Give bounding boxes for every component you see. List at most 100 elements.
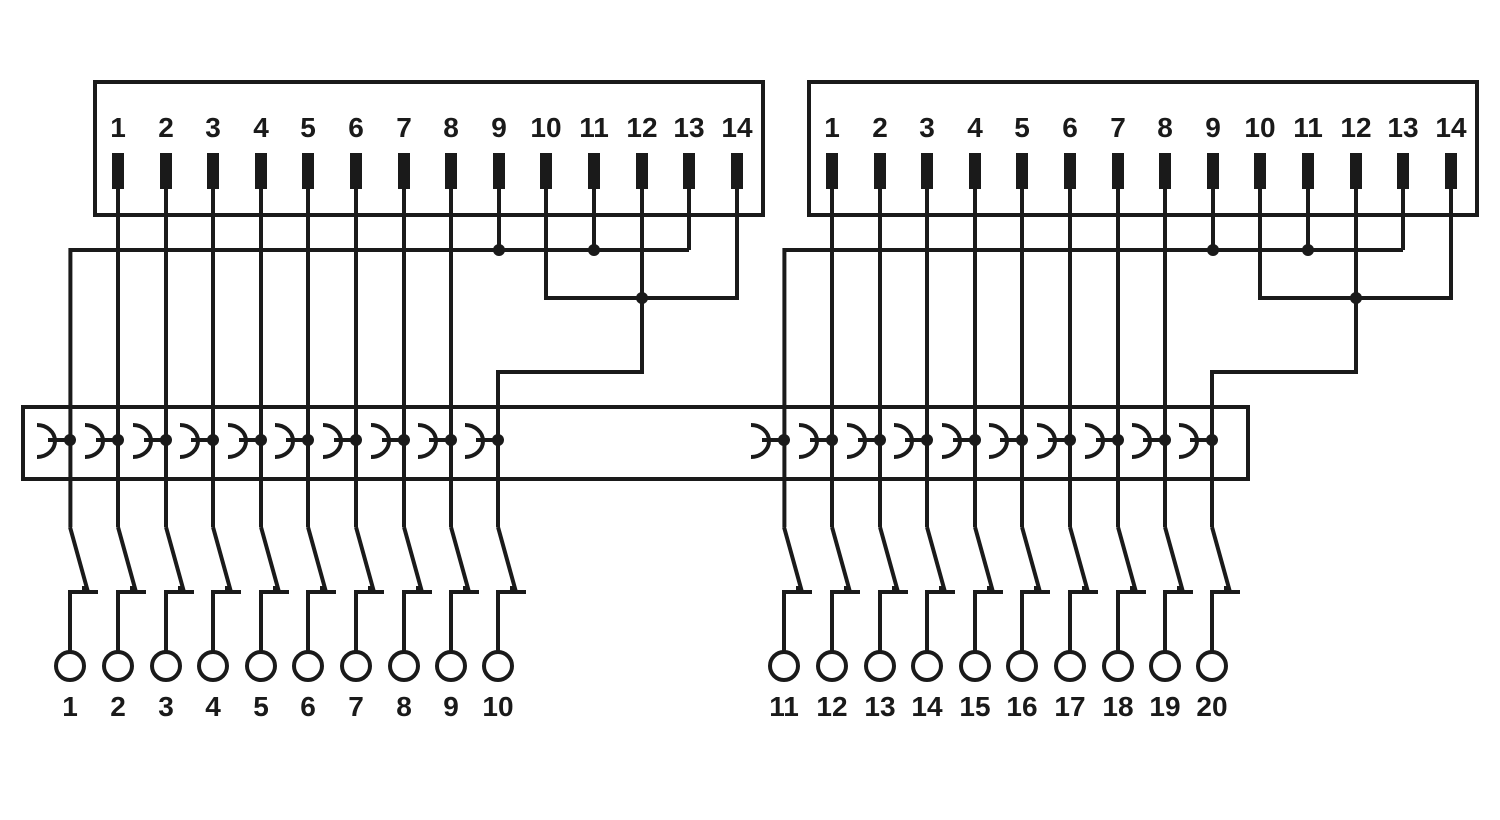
left-connector-pin-label: 13 xyxy=(673,112,704,143)
left-terminal-circle xyxy=(245,650,277,682)
right-terminal-label: 16 xyxy=(1006,691,1037,722)
left-connector-pin-label: 9 xyxy=(491,112,507,143)
left-terminal-circle xyxy=(435,650,467,682)
right-connector-pin xyxy=(1397,153,1409,189)
right-switch-blade xyxy=(1116,526,1138,593)
left-connector-pin xyxy=(302,153,314,189)
left-connector-pin-label: 5 xyxy=(300,112,316,143)
left-terminal-circle xyxy=(292,650,324,682)
left-terminal-label: 8 xyxy=(396,691,412,722)
right-switch-blade xyxy=(1163,526,1185,593)
left-terminal-label: 5 xyxy=(253,691,269,722)
left-terminal-wire xyxy=(116,590,126,652)
right-switch-blade xyxy=(830,526,852,593)
right-connector-pin-label: 12 xyxy=(1340,112,1371,143)
left-terminal-label: 2 xyxy=(110,691,126,722)
left-connector-pin-label: 7 xyxy=(396,112,412,143)
left-terminal-circle xyxy=(102,650,134,682)
left-connector-pin xyxy=(160,153,172,189)
right-connector-pin-label: 13 xyxy=(1387,112,1418,143)
right-switch-blade xyxy=(1210,526,1232,593)
right-terminal-label: 15 xyxy=(959,691,990,722)
right-connector-pin xyxy=(969,153,981,189)
right-terminal-wire xyxy=(973,590,983,652)
right-strip-node xyxy=(969,434,981,446)
left-terminal-label: 10 xyxy=(482,691,513,722)
right-connector-pin xyxy=(1016,153,1028,189)
left-connector-pin-label: 6 xyxy=(348,112,364,143)
left-strip-node xyxy=(492,434,504,446)
left-terminal-label: 9 xyxy=(443,691,459,722)
right-terminal-label: 20 xyxy=(1196,691,1227,722)
left-switch-blade xyxy=(354,526,376,593)
left-terminal-label: 4 xyxy=(205,691,221,722)
left-strip-node xyxy=(398,434,410,446)
left-bus-a-junction xyxy=(493,244,505,256)
right-terminal-label: 19 xyxy=(1149,691,1180,722)
left-connector-pin-label: 12 xyxy=(626,112,657,143)
right-terminal-wire xyxy=(830,590,840,652)
right-connector-pin xyxy=(1254,153,1266,189)
left-bus-b-feed xyxy=(496,189,644,527)
left-bus-b-junction xyxy=(636,292,648,304)
left-terminal-circle xyxy=(340,650,372,682)
left-switch-blade xyxy=(116,526,138,593)
right-strip-node xyxy=(1159,434,1171,446)
right-connector-pin-label: 8 xyxy=(1157,112,1173,143)
right-connector-pin-label: 10 xyxy=(1244,112,1275,143)
left-connector-box xyxy=(93,80,765,217)
right-terminal-circle xyxy=(1006,650,1038,682)
right-terminal-wire xyxy=(1020,590,1030,652)
right-terminal-wire xyxy=(1116,590,1126,652)
left-connector-pin xyxy=(636,153,648,189)
left-terminal-label: 3 xyxy=(158,691,174,722)
right-connector-pin xyxy=(874,153,886,189)
left-connector-pin xyxy=(350,153,362,189)
terminal-strip-outline xyxy=(21,405,1250,481)
right-switch-blade xyxy=(973,526,995,593)
left-strip-node xyxy=(445,434,457,446)
right-connector-pin xyxy=(1207,153,1219,189)
right-strip-node xyxy=(921,434,933,446)
right-terminal-circle xyxy=(959,650,991,682)
left-terminal-wire xyxy=(211,590,221,652)
right-terminal-label: 13 xyxy=(864,691,895,722)
left-terminal-wire xyxy=(68,590,78,652)
right-strip-node xyxy=(1064,434,1076,446)
left-strip-node xyxy=(255,434,267,446)
left-strip-node xyxy=(207,434,219,446)
left-terminal-wire xyxy=(496,590,506,652)
left-connector-pin xyxy=(731,153,743,189)
left-switch-blade xyxy=(496,526,518,593)
left-switch-blade xyxy=(68,526,90,593)
left-connector-pin-label: 11 xyxy=(579,112,609,143)
left-strip-node xyxy=(112,434,124,446)
right-switch-blade xyxy=(1020,526,1042,593)
right-bus-b-feed xyxy=(1210,189,1358,527)
left-connector-pin xyxy=(255,153,267,189)
left-terminal-circle xyxy=(197,650,229,682)
right-connector-pin-label: 6 xyxy=(1062,112,1078,143)
left-connector-pin xyxy=(207,153,219,189)
right-connector-pin xyxy=(1302,153,1314,189)
left-terminal-wire xyxy=(449,590,459,652)
right-connector-box xyxy=(807,80,1479,217)
left-connector-pin-label: 3 xyxy=(205,112,221,143)
right-terminal-wire xyxy=(878,590,888,652)
right-terminal-circle xyxy=(816,650,848,682)
right-connector-pin xyxy=(1064,153,1076,189)
right-bus-a-wire xyxy=(782,248,1403,527)
left-connector-pin xyxy=(683,153,695,189)
right-terminal-label: 18 xyxy=(1102,691,1133,722)
right-connector-pin-label: 1 xyxy=(824,112,840,143)
right-connector-pin-label: 2 xyxy=(872,112,888,143)
left-switch-blade xyxy=(402,526,424,593)
right-connector-pin xyxy=(1159,153,1171,189)
left-terminal-circle xyxy=(54,650,86,682)
right-connector-pin xyxy=(826,153,838,189)
right-strip-node xyxy=(826,434,838,446)
left-terminal-wire xyxy=(306,590,316,652)
